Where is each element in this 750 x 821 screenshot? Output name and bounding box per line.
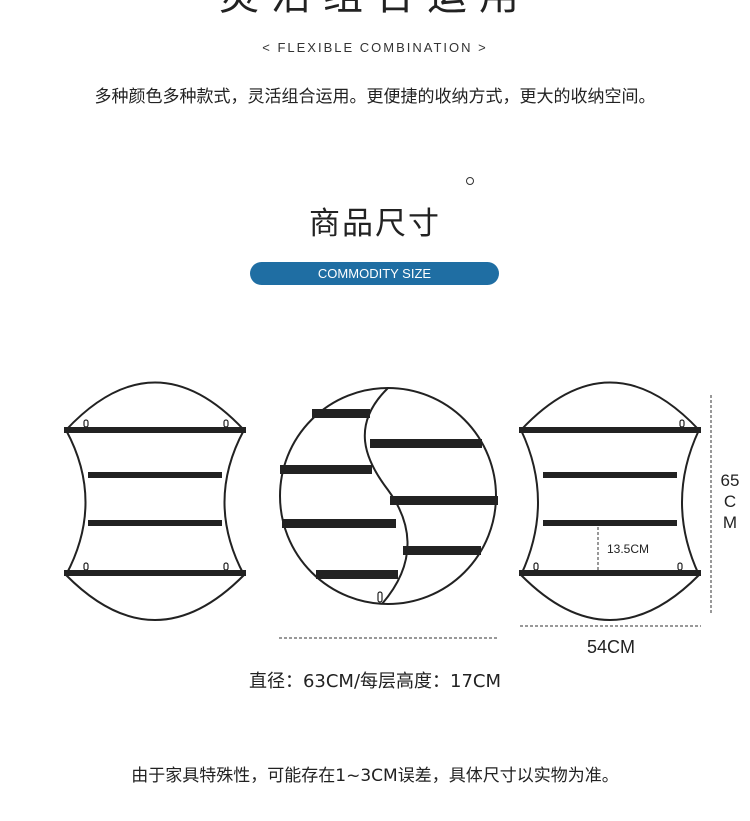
section-title-flexible: 灵活组合运用 xyxy=(0,0,750,18)
size-section-title: 商品尺寸 xyxy=(309,206,441,242)
section-subtitle-english: < FLEXIBLE COMBINATION > xyxy=(262,40,488,55)
tolerance-note: 由于家具特殊性，可能存在1~3CM误差，具体尺寸以实物为准。 xyxy=(131,766,619,786)
shelf-convex-right xyxy=(520,381,700,621)
dimension-lines xyxy=(279,395,712,639)
diameter-spec: 直径：63CM/每层高度：17CM xyxy=(248,671,502,692)
product-dimension-illustration xyxy=(64,381,712,639)
shelf-boards-right xyxy=(519,427,701,576)
shelf-gap-label: 13.5CM xyxy=(607,542,650,556)
height-label: 65CM xyxy=(720,471,740,532)
width-label: 54CM xyxy=(586,637,635,657)
shelf-boards-left xyxy=(64,427,246,576)
decorative-dot xyxy=(466,177,474,185)
shelf-boards-middle xyxy=(280,409,498,579)
commodity-size-badge: COMMODITY SIZE xyxy=(250,262,499,285)
feature-description: 多种颜色多种款式，灵活组合运用。更便捷的收纳方式，更大的收纳空间。 xyxy=(94,87,656,107)
shelf-concave-left xyxy=(65,381,245,621)
